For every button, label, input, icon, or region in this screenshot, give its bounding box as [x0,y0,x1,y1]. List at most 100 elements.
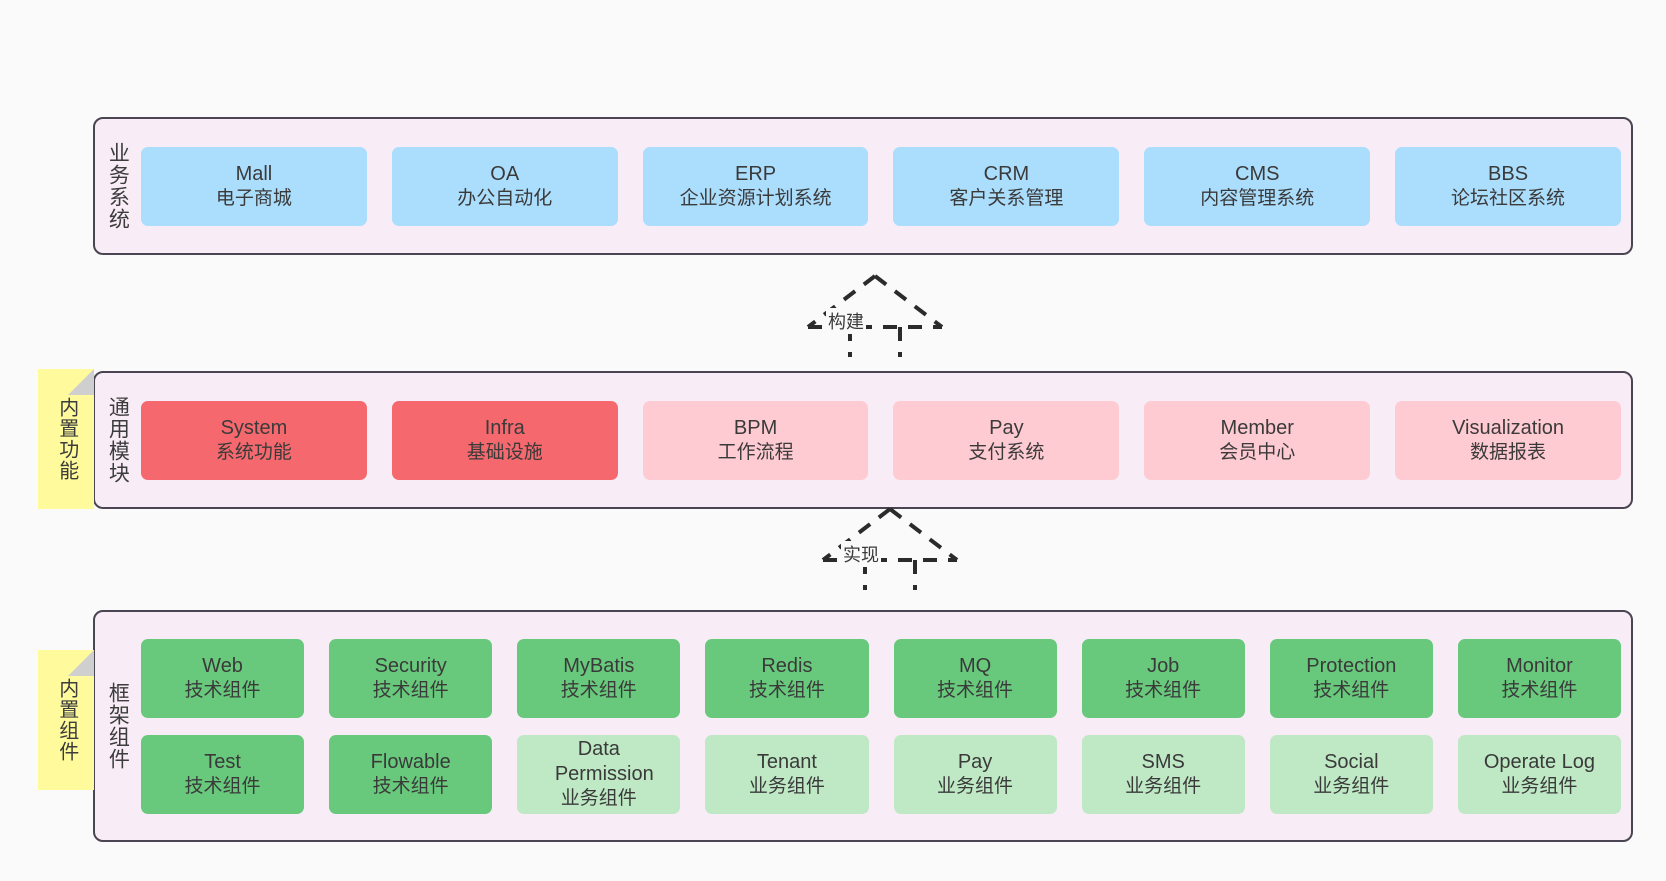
node-subtitle: 技术组件 [937,679,1014,701]
node-pay-module[interactable]: Pay 支付系统 [893,400,1120,480]
node-title: Web [202,654,243,677]
node-visualization[interactable]: Visualization 数据报表 [1395,400,1621,480]
node-title: Pay [989,416,1024,439]
node-system[interactable]: System 系统功能 [141,400,367,480]
node-bbs[interactable]: BBS 论坛社区系统 [1395,146,1621,226]
node-title: Security [374,654,447,677]
node-data-permission[interactable]: Data Permission 业务组件 [517,734,681,814]
node-subtitle: 业务组件 [560,788,637,810]
node-flowable[interactable]: Flowable 技术组件 [329,734,493,814]
node-title: Redis [761,654,813,677]
node-title: MyBatis [563,654,635,677]
node-subtitle: 论坛社区系统 [1451,187,1566,209]
node-subtitle: 业务组件 [1125,775,1202,797]
node-mybatis[interactable]: MyBatis 技术组件 [517,638,681,718]
layer-body-common-modules: System 系统功能 Infra 基础设施 BPM 工作流程 Pay 支付系统… [139,373,1631,507]
node-test[interactable]: Test 技术组件 [141,734,305,814]
node-subtitle: 技术组件 [184,679,261,701]
node-subtitle: 业务组件 [937,775,1014,797]
node-redis[interactable]: Redis 技术组件 [705,638,869,718]
node-cms[interactable]: CMS 内容管理系统 [1144,146,1371,226]
node-subtitle: 业务组件 [748,775,825,797]
node-title: BBS [1488,162,1529,185]
node-title: Flowable [370,750,451,773]
node-subtitle: 系统功能 [215,441,292,463]
node-title: Visualization [1452,416,1565,439]
layer-body-business-systems: Mall 电子商城 OA 办公自动化 ERP 企业资源计划系统 CRM 客户关系… [139,119,1631,253]
node-title: Mall [235,162,273,185]
node-web[interactable]: Web 技术组件 [141,638,305,718]
connector-implement: 实现 [815,505,965,590]
node-crm[interactable]: CRM 客户关系管理 [893,146,1120,226]
node-subtitle: 会员中心 [1219,441,1296,463]
node-title: CMS [1235,162,1280,185]
node-security[interactable]: Security 技术组件 [329,638,493,718]
node-row: Web 技术组件 Security 技术组件 MyBatis 技术组件 Redi… [141,638,1621,718]
layer-body-framework-components: Web 技术组件 Security 技术组件 MyBatis 技术组件 Redi… [139,612,1631,840]
node-subtitle: 技术组件 [1501,679,1578,701]
node-title: SMS [1141,750,1185,773]
node-subtitle: 办公自动化 [457,187,553,209]
node-subtitle: 业务组件 [1313,775,1390,797]
node-subtitle: 业务组件 [1501,775,1578,797]
note-builtin-features: 内置功能 [38,369,94,509]
node-sms[interactable]: SMS 业务组件 [1081,734,1245,814]
node-member[interactable]: Member 会员中心 [1144,400,1371,480]
node-title: Operate Log [1483,750,1596,773]
connector-build: 构建 [800,272,950,357]
node-title: Social [1324,750,1379,773]
node-title: System [220,416,288,439]
node-title: Pay [957,750,993,773]
node-row: Test 技术组件 Flowable 技术组件 Data Permission … [141,734,1621,814]
note-label: 内置组件 [55,678,78,762]
node-subtitle: 技术组件 [748,679,825,701]
node-subtitle: 基础设施 [466,441,543,463]
layer-common-modules: 通用模块 System 系统功能 Infra 基础设施 BPM 工作流程 Pay… [93,371,1633,509]
node-subtitle: 电子商城 [215,187,292,209]
node-social[interactable]: Social 业务组件 [1269,734,1433,814]
node-row: System 系统功能 Infra 基础设施 BPM 工作流程 Pay 支付系统… [141,400,1621,480]
layer-label-framework-components: 框架组件 [106,682,130,770]
node-title: BPM [733,416,778,439]
node-row: Mall 电子商城 OA 办公自动化 ERP 企业资源计划系统 CRM 客户关系… [141,146,1621,226]
layer-framework-components: 框架组件 Web 技术组件 Security 技术组件 MyBatis 技术组件… [93,610,1633,842]
node-mq[interactable]: MQ 技术组件 [893,638,1057,718]
node-subtitle: 数据报表 [1470,441,1547,463]
node-tenant[interactable]: Tenant 业务组件 [705,734,869,814]
node-bpm[interactable]: BPM 工作流程 [642,400,869,480]
node-job[interactable]: Job 技术组件 [1081,638,1245,718]
node-title: Infra [484,416,525,439]
node-title: MQ [958,654,992,677]
node-title: Monitor [1506,654,1573,677]
node-subtitle: 内容管理系统 [1200,187,1315,209]
layer-business-systems: 业务系统 Mall 电子商城 OA 办公自动化 ERP 企业资源计划系统 CRM… [93,117,1633,255]
layer-label-business-systems: 业务系统 [106,142,130,230]
node-subtitle: 支付系统 [968,441,1045,463]
node-protection[interactable]: Protection 技术组件 [1269,638,1433,718]
node-erp[interactable]: ERP 企业资源计划系统 [642,146,869,226]
node-title: Member [1220,416,1294,439]
node-infra[interactable]: Infra 基础设施 [391,400,618,480]
node-mall[interactable]: Mall 电子商城 [141,146,367,226]
node-subtitle: 工作流程 [717,441,794,463]
node-subtitle: 技术组件 [1313,679,1390,701]
node-monitor[interactable]: Monitor 技术组件 [1457,638,1621,718]
note-label: 内置功能 [55,397,78,481]
node-title: Job [1147,654,1180,677]
node-oa[interactable]: OA 办公自动化 [391,146,618,226]
node-subtitle: 技术组件 [184,775,261,797]
node-title: OA [490,162,520,185]
node-title: ERP [735,162,777,185]
node-subtitle: 技术组件 [372,679,449,701]
node-subtitle: 客户关系管理 [949,187,1064,209]
node-subtitle: 技术组件 [560,679,637,701]
node-subtitle: 技术组件 [372,775,449,797]
node-operate-log[interactable]: Operate Log 业务组件 [1457,734,1621,814]
node-title: Protection [1306,654,1397,677]
node-title: Data Permission [554,738,654,786]
node-pay-component[interactable]: Pay 业务组件 [893,734,1057,814]
note-builtin-components: 内置组件 [38,650,94,790]
node-title: Test [204,750,241,773]
node-subtitle: 技术组件 [1125,679,1202,701]
